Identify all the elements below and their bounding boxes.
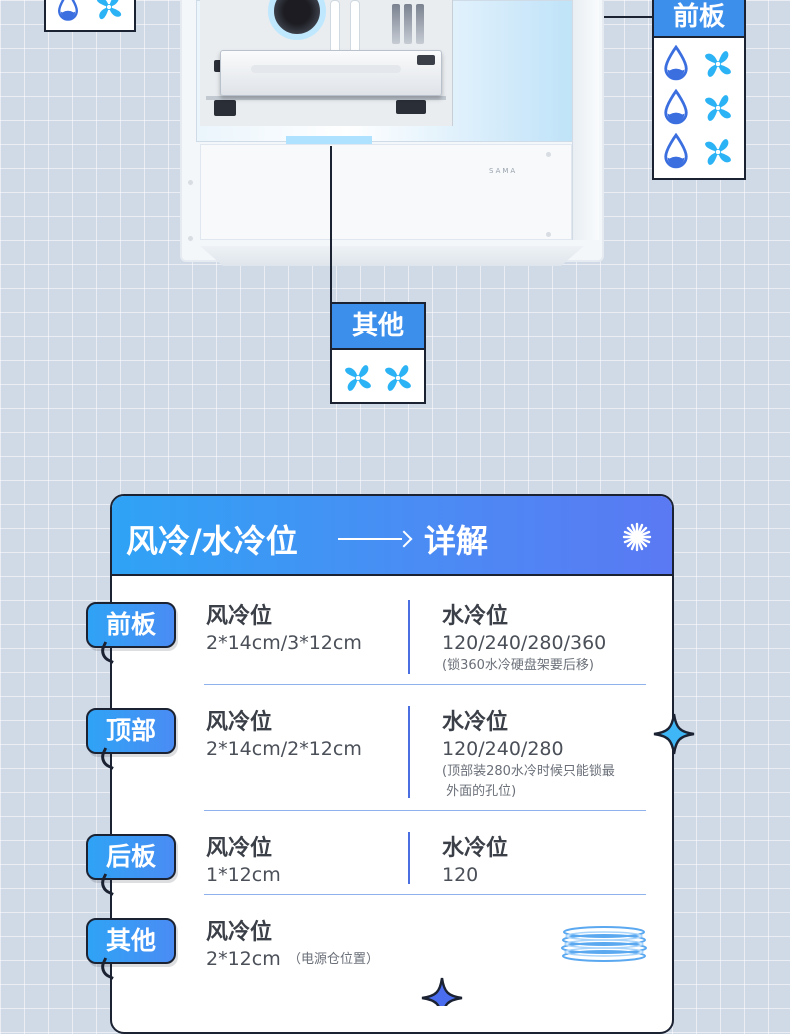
callout-connector [604,16,652,18]
row-tag-rear: 后板 [86,834,176,880]
water-cooling-heading: 水冷位 [442,836,509,861]
fan-icon [700,90,736,126]
callout-other-fan-box [330,348,426,404]
front-panel [572,0,599,240]
fan-icon [700,134,736,170]
screw [546,152,551,157]
water-drop-icon [662,88,690,126]
water-cooling-heading: 水冷位 [442,710,509,735]
card-header: 风冷/水冷位 详解 [112,496,672,576]
row-tag-top: 顶部 [86,708,176,754]
water-drop-icon [662,44,690,82]
screw [188,236,193,241]
screw [546,232,551,237]
coil-icon [561,926,647,962]
callout-top-fan-box [44,0,136,32]
row-divider [204,810,646,811]
water-drop-icon [56,0,80,22]
four-point-star-icon [421,977,463,1006]
psu-shroud: SAMA [200,144,572,240]
air-cooling-value: 1*12cm [206,864,281,886]
case-foot [200,246,584,266]
callout-front-fan-box [652,36,746,180]
water-drop-icon [662,132,690,170]
callout-connector [330,146,332,304]
air-cooling-value: 2*12cm [206,948,281,970]
callout-front-label: 前板 [652,0,746,38]
column-divider [408,600,410,674]
column-divider [408,832,410,884]
air-cooling-value: 2*14cm/3*12cm [206,632,362,654]
water-cooling-note: (锁360水冷硬盘架要后移) [442,658,594,673]
air-cooling-note: （电源仓位置） [288,952,380,967]
fan-icon [380,360,416,396]
callout-other-label: 其他 [330,302,426,350]
water-cooling-heading: 水冷位 [442,604,509,629]
card-title: 风冷/水冷位 [126,522,298,560]
water-cooling-note: 外面的孔位) [442,784,517,799]
air-cooling-heading: 风冷位 [206,836,273,861]
water-cooling-value: 120 [442,864,479,886]
pc-case-illustration: SAMA [180,0,604,268]
four-point-star-icon [653,713,695,755]
air-cooling-heading: 风冷位 [206,920,273,945]
ram-stick [404,4,412,44]
ram-stick [416,4,424,44]
fan-icon [700,46,736,82]
fan-icon [340,360,376,396]
row-tag-front: 前板 [86,602,176,648]
water-cooling-value: 120/240/280 [442,738,564,760]
water-cooling-value: 120/240/280/360 [442,632,607,654]
ram-stick [392,4,400,44]
row-tag-other: 其他 [86,918,176,964]
screw [188,180,193,185]
row-divider [204,894,646,895]
arrow-right-icon [338,538,402,540]
graphics-card [220,50,442,96]
air-cooling-heading: 风冷位 [206,710,273,735]
led-strip [286,136,372,144]
water-cooling-note: (顶部装280水冷时候只能锁最 [442,764,615,779]
arrow-head [395,530,413,548]
row-divider [204,684,646,685]
air-cooling-value: 2*14cm/2*12cm [206,738,362,760]
fan-icon [92,0,126,24]
sparkle-icon [622,522,652,552]
column-divider [408,706,410,798]
air-cooling-heading: 风冷位 [206,604,273,629]
card-subtitle: 详解 [424,522,489,560]
